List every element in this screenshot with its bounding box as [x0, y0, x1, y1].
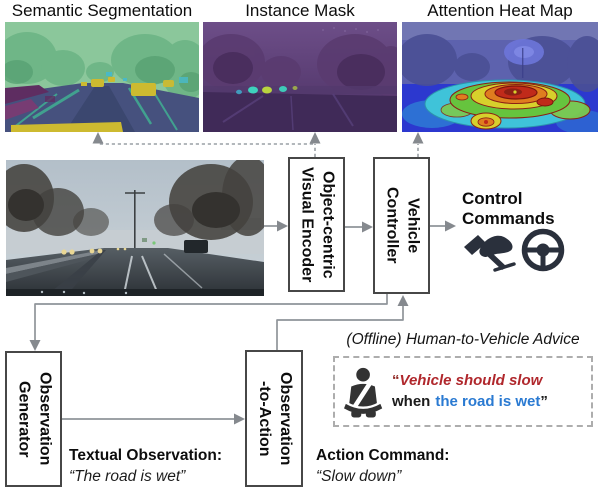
instance-mask-image [203, 22, 397, 132]
attention-heat-map-label: Attention Heat Map [427, 1, 573, 20]
advice-close-quote: ” [540, 392, 548, 410]
advice-red-text: Vehicle should slow [399, 372, 543, 390]
observation-to-action-label: Observation -to-Action [256, 371, 294, 466]
arrowhead-to-action [234, 413, 245, 425]
vehicle-controller-label: Vehicle Controller [383, 187, 422, 264]
line-action-to-controller [276, 306, 404, 351]
instance-mask-label: Instance Mask [245, 1, 355, 20]
attention-heat-map-image [402, 22, 598, 132]
advice-when-text: when [392, 392, 431, 410]
control-commands-label: Control Commands [462, 189, 555, 229]
arrowhead-to-commands [445, 220, 456, 232]
arrowhead-to-heat-map [412, 132, 424, 144]
pedal-icon [464, 235, 516, 272]
module-observation-generator: Observation Generator [5, 351, 62, 487]
module-observation-to-action: Observation -to-Action [245, 350, 303, 487]
arrowhead-to-generator [29, 340, 41, 351]
observation-generator-label: Observation Generator [15, 372, 54, 466]
advice-line-1: “Vehicle should slow [392, 371, 548, 391]
arrowhead-to-controller [362, 221, 373, 233]
camera-frame-image [6, 160, 264, 296]
textual-observation-value: “The road is wet” [69, 468, 186, 485]
semantic-segmentation-image [5, 22, 199, 132]
advice-heading: (Offline) Human-to-Vehicle Advice [346, 331, 580, 348]
advice-open-quote: “ [392, 372, 400, 390]
semantic-segmentation-label: Semantic Segmentation [11, 1, 193, 20]
arrowhead-to-segmentation [92, 132, 104, 144]
arrowhead-to-controller-bottom [397, 295, 409, 306]
action-command-value: “Slow down” [316, 468, 402, 485]
arrowhead-to-instance-mask [309, 132, 321, 144]
arrowhead-to-encoder [277, 220, 288, 232]
line-controller-to-generator [34, 293, 388, 342]
textual-observation-label: Textual Observation: [69, 447, 223, 464]
advice-blue-text: the road is wet [435, 392, 541, 410]
module-visual-encoder: Object-centric Visual Encoder [288, 157, 345, 292]
action-command-label: Action Command: [316, 447, 450, 464]
visual-encoder-label: Object-centric Visual Encoder [298, 166, 337, 283]
seatbelt-icon [344, 367, 383, 417]
steering-wheel-icon [521, 228, 565, 272]
module-vehicle-controller: Vehicle Controller [373, 157, 430, 294]
